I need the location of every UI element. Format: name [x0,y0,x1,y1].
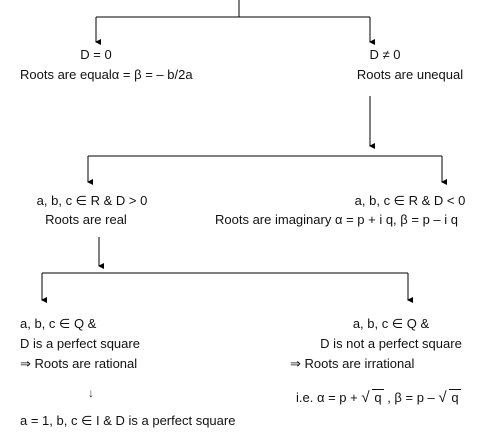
sqrt-radicand-2: q [449,389,461,405]
sqrt-icon: √q [438,389,461,406]
d-nonzero-condition: D ≠ 0 [369,47,401,62]
irrational-example-prefix: i.e. α = p + [296,390,362,405]
d-zero-result-text: Roots are equal [20,67,112,82]
d-nonzero-result: Roots are unequal [356,67,464,82]
rational-line2: D is a perfect square [20,336,140,351]
d-zero-formula: α = β = – b/2a [111,67,193,82]
implies-icon: ⇒ [20,356,31,371]
integer-case-text: a = 1, b, c ∈ I & D is a perfect square [20,413,236,428]
implies-icon: ⇒ [290,356,301,371]
irrational-line2: D is not a perfect square [320,336,462,351]
rational-result: ⇒ Roots are rational [20,356,137,372]
sqrt-radicand-1: q [372,389,384,405]
d-negative-result-text: Roots are imaginary [215,212,332,227]
irrational-example: i.e. α = p + √q , β = p – √q [296,389,461,406]
d-zero-condition: D = 0 [80,47,112,62]
d-negative-formula: α = p + i q, β = p – i q [334,212,458,227]
d-zero-result: Roots are equalα = β = – b/2a [20,67,193,83]
sqrt-icon: √q [361,389,384,406]
irrational-line1: a, b, c ∈ Q & [352,316,430,331]
irrational-result-text: Roots are irrational [304,356,415,371]
rational-line1: a, b, c ∈ Q & [20,316,97,331]
irrational-result: ⇒ Roots are irrational [290,356,414,372]
d-positive-result: Roots are real [45,212,127,227]
rational-result-text: Roots are rational [34,356,138,371]
d-negative-result: Roots are imaginary α = p + i q, β = p –… [215,212,458,228]
irrational-example-middle: , β = p – [383,390,439,405]
down-arrow-icon: ↓ [88,386,94,400]
d-positive-condition: a, b, c ∈ R & D > 0 [36,193,148,208]
d-negative-condition: a, b, c ∈ R & D < 0 [354,193,466,208]
